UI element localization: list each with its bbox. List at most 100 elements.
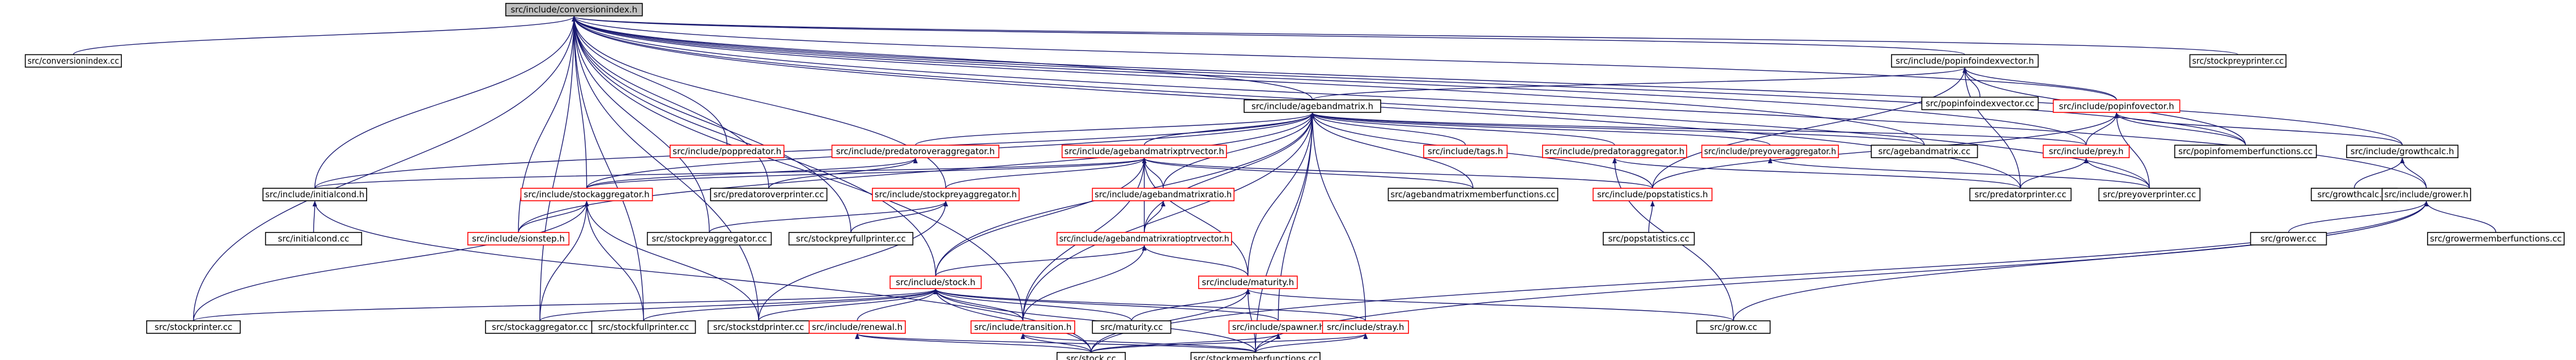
node-box bbox=[591, 320, 696, 334]
dependency-arrow bbox=[572, 16, 727, 146]
node-agebandmatrixratioptrvector-h[interactable]: src/include/agebandmatrixratioptrvector.… bbox=[1056, 232, 1232, 245]
node-stockstdprinter-cc[interactable]: src/stockstdprinter.cc bbox=[708, 320, 810, 334]
node-box bbox=[1542, 145, 1688, 158]
dependency-arrow bbox=[584, 201, 759, 321]
node-renewal-h[interactable]: src/include/renewal.h bbox=[808, 320, 906, 334]
node-predatoraggregator-h[interactable]: src/include/predatoraggregator.h bbox=[1542, 145, 1688, 158]
node-box bbox=[2098, 188, 2201, 201]
node-popinfomemberfunctions-cc[interactable]: src/popinfomemberfunctions.cc bbox=[2174, 145, 2317, 158]
node-grower-cc[interactable]: src/grower.cc bbox=[2250, 232, 2327, 245]
node-box bbox=[265, 232, 363, 245]
node-stockaggregator-cc[interactable]: src/stockaggregator.cc bbox=[485, 320, 595, 334]
node-stock-cc[interactable]: src/stock.cc bbox=[1056, 351, 1126, 360]
node-preyoverprinter-cc[interactable]: src/preyoverprinter.cc bbox=[2098, 188, 2201, 201]
node-grow-cc[interactable]: src/grow.cc bbox=[1696, 320, 1771, 334]
node-stray-h[interactable]: src/include/stray.h bbox=[1322, 320, 1410, 334]
dependency-arrow bbox=[709, 201, 948, 233]
dependency-arrow bbox=[1144, 112, 1315, 233]
node-agebandmatrixmemberfunctions-cc[interactable]: src/agebandmatrixmemberfunctions.cc bbox=[1387, 188, 1559, 201]
node-growthcalc-h[interactable]: src/include/growthcalc.h bbox=[2346, 145, 2459, 158]
dependency-arrow bbox=[2424, 201, 2497, 233]
dependency-arrow bbox=[539, 289, 938, 321]
node-stockpreyprinter-cc[interactable]: src/stockpreyprinter.cc bbox=[2189, 54, 2287, 68]
node-grower-h[interactable]: src/include/grower.h bbox=[2381, 188, 2471, 201]
node-box bbox=[1696, 320, 1771, 334]
dependency-arrow bbox=[758, 289, 938, 321]
node-popstatistics-h[interactable]: src/include/popstatistics.h bbox=[1593, 188, 1713, 201]
node-initialcond-cc[interactable]: src/initialcond.cc bbox=[265, 232, 363, 245]
dependency-arrow bbox=[1022, 112, 1315, 321]
node-label: src/popstatistics.cc bbox=[1608, 234, 1689, 244]
dependency-arrow bbox=[1648, 201, 1655, 233]
dependency-arrow bbox=[850, 201, 948, 233]
node-stockaggregator-h[interactable]: src/include/stockaggregator.h bbox=[520, 188, 653, 201]
dependency-arrow bbox=[1768, 158, 2150, 189]
node-box bbox=[2053, 99, 2181, 113]
dependency-arrow bbox=[572, 16, 1965, 56]
node-predatoroverprinter-cc[interactable]: src/predatoroverprinter.cc bbox=[710, 188, 828, 201]
node-stockmemberfunctions-cc[interactable]: src/stockmemberfunctions.cc bbox=[1190, 351, 1321, 360]
node-box bbox=[262, 188, 368, 201]
dependency-arrow bbox=[193, 289, 938, 321]
dependency-arrow bbox=[855, 333, 1092, 353]
dependency-arrow bbox=[572, 16, 759, 321]
node-label: src/stockprinter.cc bbox=[155, 322, 232, 332]
node-label: src/include/agebandmatrixratio.h bbox=[1095, 189, 1232, 200]
node-label: src/include/popinfovector.h bbox=[2059, 101, 2174, 111]
node-stockpreyaggregator-cc[interactable]: src/stockpreyaggregator.cc bbox=[646, 232, 772, 245]
node-label: src/stockpreyaggregator.cc bbox=[652, 234, 767, 244]
node-agebandmatrix-h[interactable]: src/include/agebandmatrix.h bbox=[1244, 99, 1381, 113]
node-conversionindex-cc[interactable]: src/conversionindex.cc bbox=[24, 54, 122, 68]
node-stock-h[interactable]: src/include/stock.h bbox=[889, 276, 982, 289]
node-popinfoindexvector-cc[interactable]: src/popinfoindexvector.cc bbox=[1921, 96, 2039, 111]
node-popstatistics-cc[interactable]: src/popstatistics.cc bbox=[1603, 232, 1695, 245]
node-agebandmatrixratio-h[interactable]: src/include/agebandmatrixratio.h bbox=[1092, 188, 1235, 201]
node-box bbox=[1061, 145, 1227, 158]
node-label: src/include/initialcond.h bbox=[265, 189, 364, 200]
dependency-arrow bbox=[1733, 201, 2429, 321]
dependency-arrow bbox=[1278, 112, 1315, 321]
node-label: src/include/popstatistics.h bbox=[1597, 189, 1708, 200]
dependency-arrow bbox=[314, 16, 577, 189]
node-box bbox=[467, 232, 570, 245]
node-label: src/maturity.cc bbox=[1100, 322, 1163, 332]
dependency-arrow bbox=[768, 158, 918, 189]
dependency-arrow bbox=[1612, 158, 2021, 189]
node-box bbox=[670, 145, 785, 158]
dependency-arrow bbox=[572, 16, 1925, 146]
node-sionstep-h[interactable]: src/include/sionstep.h bbox=[467, 232, 570, 245]
node-box bbox=[808, 320, 906, 334]
node-label: src/stockpreyprinter.cc bbox=[2192, 56, 2284, 66]
node-growthcalc-cc[interactable]: src/growthcalc.cc bbox=[2310, 188, 2398, 201]
node-maturity-cc[interactable]: src/maturity.cc bbox=[1092, 320, 1172, 334]
node-popinfoindexvector-h[interactable]: src/include/popinfoindexvector.h bbox=[1891, 54, 2039, 68]
node-tags-h[interactable]: src/include/tags.h bbox=[1423, 145, 1508, 158]
node-box bbox=[872, 188, 1020, 201]
node-stockpreyaggregator-h[interactable]: src/include/stockpreyaggregator.h bbox=[872, 188, 1020, 201]
node-maturity-h[interactable]: src/include/maturity.h bbox=[1198, 276, 1298, 289]
dependency-arrow bbox=[1142, 158, 1249, 277]
dependency-arrow bbox=[933, 289, 1279, 321]
node-agebandmatrixptrvector-h[interactable]: src/include/agebandmatrixptrvector.h bbox=[1061, 145, 1227, 158]
node-stockpreyfullprinter-cc[interactable]: src/stockpreyfullprinter.cc bbox=[788, 232, 914, 245]
dependency-arrow bbox=[1091, 201, 2429, 353]
dependency-arrow bbox=[2114, 112, 2150, 189]
node-predatoroveraggregator-h[interactable]: src/include/predatoroveraggregator.h bbox=[831, 145, 999, 158]
node-preyoveraggregator-h[interactable]: src/include/preyoveraggregator.h bbox=[1701, 145, 1839, 158]
node-agebandmatrix-cc[interactable]: src/agebandmatrix.cc bbox=[1871, 145, 1978, 158]
dependency-arrow bbox=[1255, 333, 1368, 353]
node-growermemberfunctions-cc[interactable]: src/growermemberfunctions.cc bbox=[2427, 232, 2565, 245]
node-popinfovector-h[interactable]: src/include/popinfovector.h bbox=[2053, 99, 2181, 113]
node-box bbox=[2381, 188, 2471, 201]
node-transition-h[interactable]: src/include/transition.h bbox=[970, 320, 1075, 334]
node-stockprinter-cc[interactable]: src/stockprinter.cc bbox=[146, 320, 241, 334]
node-poppredator-h[interactable]: src/include/poppredator.h bbox=[670, 145, 785, 158]
dependency-arrow bbox=[572, 16, 2238, 56]
node-prey-h[interactable]: src/include/prey.h bbox=[2042, 145, 2130, 158]
node-predatorprinter-cc[interactable]: src/predatorprinter.cc bbox=[1969, 188, 2072, 201]
node-spawner-h[interactable]: src/include/spawner.h bbox=[1228, 320, 1329, 334]
node-initialcond-h[interactable]: src/include/initialcond.h bbox=[262, 188, 368, 201]
node-stockfullprinter-cc[interactable]: src/stockfullprinter.cc bbox=[591, 320, 696, 334]
node-label: src/include/transition.h bbox=[974, 322, 1071, 332]
node-label: src/include/agebandmatrixratioptrvector.… bbox=[1059, 234, 1229, 244]
